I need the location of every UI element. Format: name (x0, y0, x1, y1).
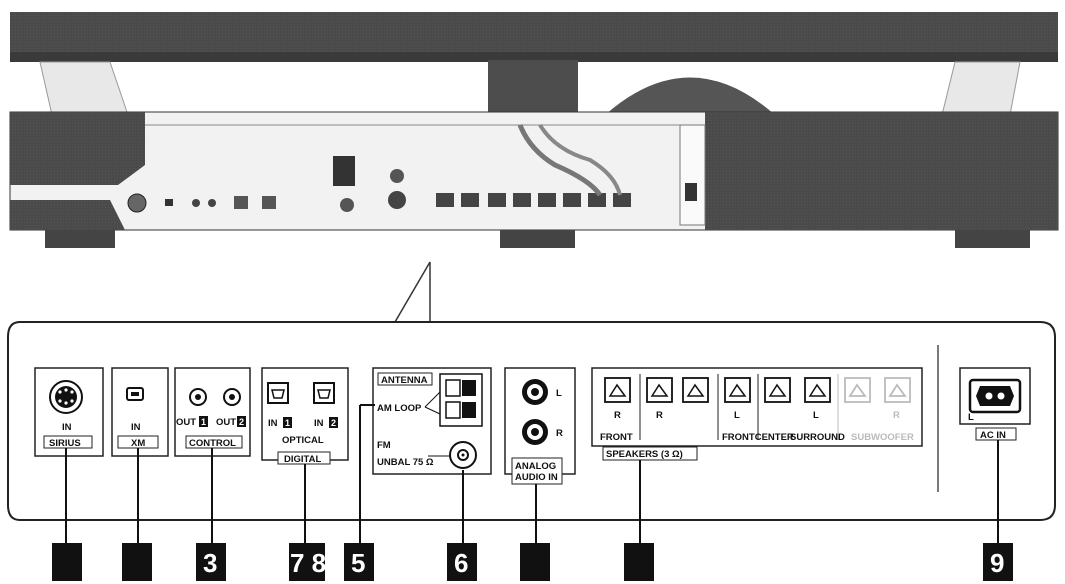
callout-6 (447, 543, 477, 581)
front-center-label: FRONTCENTER (722, 432, 794, 443)
digital-optical-panel: IN 1 IN 2 OPTICAL DIGITAL (261, 367, 349, 465)
digital-in2-label: IN (314, 418, 324, 429)
control-out2-number: 2 (239, 417, 244, 427)
xm-panel: IN XM (111, 367, 169, 457)
control-out1-label: OUT (176, 417, 196, 428)
callout-6-number: 6 (454, 548, 468, 578)
antenna-panel: ANTENNA AM LOOP FM UNBAL 75 Ω (372, 367, 492, 475)
callout-5 (344, 543, 374, 581)
control-out2-label: OUT (216, 417, 236, 428)
callout-7 (520, 543, 550, 581)
control-out1-number: 1 (201, 417, 206, 427)
speakers-panel: R R L L R FRONT FRONTCENTER SURROUND SUB… (591, 367, 923, 461)
fm-label: FM (377, 440, 391, 451)
control-label: CONTROL (189, 438, 236, 449)
digital-label: DIGITAL (284, 454, 321, 465)
leader-lines (65, 404, 999, 543)
ac-in-label: AC IN (980, 430, 1006, 441)
speaker-l2-label: L (813, 410, 819, 421)
front-label: FRONT (600, 432, 633, 443)
analog-audio-panel: L R ANALOG AUDIO IN (504, 367, 576, 485)
callout-1 (52, 543, 82, 581)
analog-label: ANALOG (515, 461, 556, 472)
callout-4-number: 7 8 (290, 548, 326, 578)
callouts: 3 7 8 5 6 9 (52, 543, 1013, 581)
speaker-r3-label: R (893, 410, 900, 421)
speakers-label: SPEAKERS (3 Ω) (606, 449, 683, 460)
device-rear-view (9, 12, 1059, 248)
speaker-r2-label: R (656, 410, 663, 421)
digital-in2-number: 2 (331, 418, 336, 428)
fm-unbal-label: UNBAL 75 Ω (377, 457, 434, 468)
speaker-surround-terminal-icon (764, 377, 791, 403)
sirius-label: SIRIUS (49, 438, 81, 449)
sirius-in-label: IN (62, 422, 72, 433)
analog-r-label: R (556, 428, 563, 439)
subwoofer-terminal-icon (844, 377, 871, 403)
control-panel: OUT 1 OUT 2 CONTROL (174, 367, 251, 457)
audio-in-label: AUDIO IN (515, 472, 558, 483)
callout-3-number: 3 (203, 548, 217, 578)
xm-label: XM (131, 438, 145, 449)
ac-in-panel: L AC IN (959, 367, 1031, 441)
am-loop-label: AM LOOP (377, 403, 422, 414)
speaker-surround-l-terminal-icon (804, 377, 831, 403)
subwoofer-r-terminal-icon (884, 377, 911, 403)
surround-label: SURROUND (790, 432, 845, 443)
callout-5-number: 5 (351, 548, 365, 578)
callout-9-number: 9 (990, 548, 1004, 578)
analog-l-label: L (556, 388, 562, 399)
zoom-panel-outline (7, 321, 1056, 521)
speaker-front-l-terminal-icon (724, 377, 751, 403)
digital-in1-label: IN (268, 418, 278, 429)
subwoofer-label: SUBWOOFER (851, 432, 914, 443)
speaker-r1-label: R (614, 410, 621, 421)
callout-9 (983, 543, 1013, 581)
callout-2 (122, 543, 152, 581)
digital-in1-number: 1 (285, 418, 290, 428)
callout-8 (624, 543, 654, 581)
callout-3 (196, 543, 226, 581)
xm-in-label: IN (131, 422, 141, 433)
antenna-label: ANTENNA (381, 375, 428, 386)
speaker-front-center-r-terminal-icon (646, 377, 673, 403)
optical-label: OPTICAL (282, 435, 324, 446)
sirius-panel: IN SIRIUS (34, 367, 104, 457)
callout-4 (289, 543, 325, 581)
speaker-l1-label: L (734, 410, 740, 421)
ac-l-label: L (968, 412, 974, 423)
speaker-front-r-terminal-icon (604, 377, 631, 403)
speaker-front-center-terminal-icon (682, 377, 709, 403)
